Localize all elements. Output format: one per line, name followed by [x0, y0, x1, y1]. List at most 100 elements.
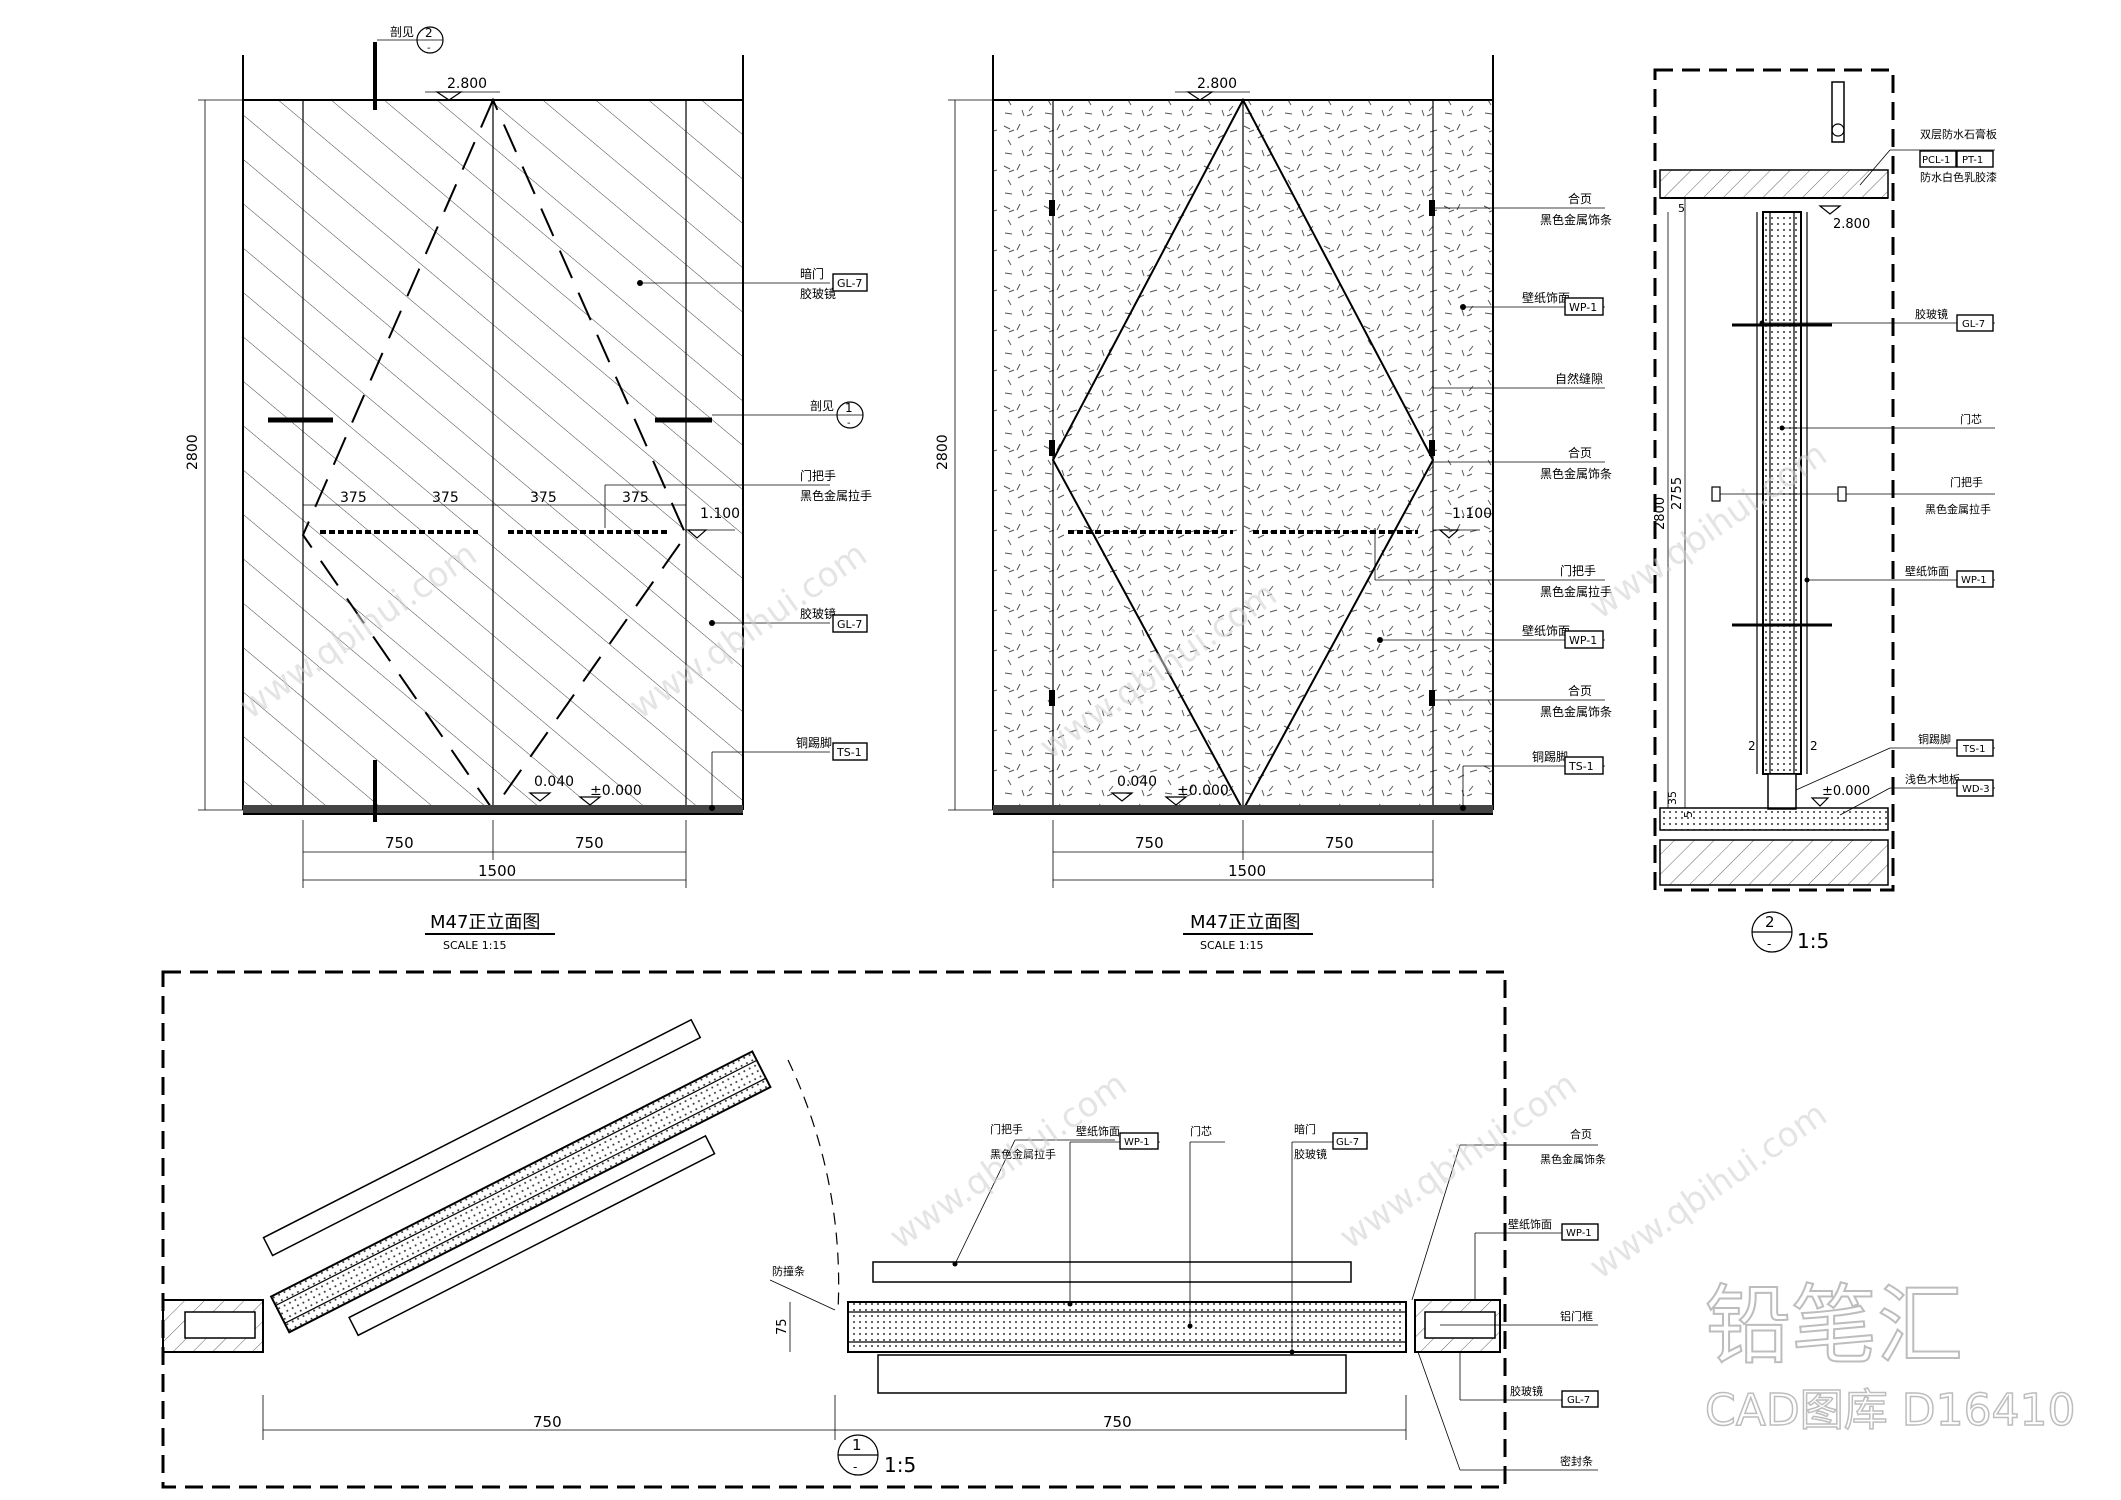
plan-label-sub: - — [853, 1460, 857, 1474]
brand-logo: 铅笔汇 CAD图库 D16410 — [1704, 1275, 2076, 1437]
width-dim-b1: 750 — [1135, 834, 1164, 852]
svg-text:防撞条: 防撞条 — [772, 1264, 805, 1278]
svg-text:WP-1: WP-1 — [1124, 1137, 1150, 1148]
section-dim-2b: 2 — [1810, 739, 1818, 753]
svg-text:黑色金属饰条: 黑色金属饰条 — [1540, 212, 1612, 227]
svg-text:TS-1: TS-1 — [836, 746, 862, 759]
svg-text:双层防水石膏板: 双层防水石膏板 — [1920, 127, 1997, 141]
svg-text:TS-1: TS-1 — [1962, 744, 1985, 755]
note-section-7: 浅色木地板 WD-3 — [1839, 772, 1995, 816]
svg-text:黑色金属饰条: 黑色金属饰条 — [1540, 466, 1612, 481]
section-dim-2755: 2755 — [1670, 477, 1685, 510]
svg-text:铜踢脚: 铜踢脚 — [1918, 732, 1951, 746]
plan-dim-left: 750 — [533, 1413, 562, 1431]
svg-text:GL-7: GL-7 — [1962, 319, 1985, 330]
section-label-num: 2 — [1765, 913, 1775, 931]
floor-level-b1: 0.040 — [1117, 774, 1157, 790]
svg-text:GL-7: GL-7 — [1336, 1137, 1359, 1148]
elev-b-title: M47正立面图 — [1190, 912, 1300, 933]
note-elev-b-1: 合页 黑色金属饰条 — [1433, 191, 1612, 227]
top-level: 2.800 — [447, 76, 487, 92]
svg-text:GL-7: GL-7 — [837, 618, 862, 631]
handle-height: 1.100 — [700, 506, 740, 522]
svg-text:黑色金属拉手: 黑色金属拉手 — [800, 488, 872, 503]
note-elev-b-3: 自然缝隙 — [1433, 371, 1605, 389]
svg-text:壁纸饰面: 壁纸饰面 — [1905, 564, 1949, 578]
note-elev-a-1: 暗门 胶玻镜 GL-7 — [637, 266, 868, 301]
svg-text:暗门: 暗门 — [800, 266, 824, 281]
quarter-dim-2: 375 — [432, 490, 459, 506]
svg-text:防水白色乳胶漆: 防水白色乳胶漆 — [1920, 170, 1997, 184]
width-dim-2: 750 — [575, 834, 604, 852]
svg-text:门把手: 门把手 — [990, 1122, 1023, 1136]
svg-text:WP-1: WP-1 — [1961, 575, 1987, 586]
note-elev-b-7: 合页 黑色金属饰条 — [1433, 683, 1612, 719]
note-section-6: 铜踢脚 TS-1 — [1795, 732, 1995, 791]
section-dim-35: 35 — [1666, 791, 1679, 805]
svg-text:CAD图库 D16410: CAD图库 D16410 — [1705, 1385, 2076, 1436]
note-elev-a-2: 门把手 黑色金属拉手 — [604, 468, 872, 528]
elev-a-title: M47正立面图 — [430, 912, 540, 933]
svg-text:黑色金属饰条: 黑色金属饰条 — [1540, 704, 1612, 719]
note-elev-a-4: 铜踢脚 TS-1 — [709, 735, 868, 811]
left-dim: 2800 — [185, 434, 201, 470]
section-dim-2800: 2800 — [1653, 497, 1668, 530]
svg-text:胶玻镜: 胶玻镜 — [1915, 307, 1948, 321]
left-dim-b: 2800 — [935, 434, 951, 470]
svg-text:胶玻镜: 胶玻镜 — [800, 286, 836, 301]
cut-label-b-text: 剖见 — [810, 399, 834, 413]
svg-text:www.qbihui.com: www.qbihui.com — [1582, 1094, 1834, 1287]
svg-text:壁纸饰面: 壁纸饰面 — [1522, 290, 1570, 305]
plan-label-num: 1 — [852, 1436, 862, 1454]
svg-text:黑色金属饰条: 黑色金属饰条 — [1540, 1152, 1606, 1166]
plan-note-right-2: 壁纸饰面 WP-1 — [1474, 1217, 1599, 1300]
plan-note-right-3: 铝门框 — [1440, 1309, 1598, 1326]
svg-text:TS-1: TS-1 — [1568, 760, 1594, 773]
quarter-dim-4: 375 — [622, 490, 649, 506]
svg-text:门把手: 门把手 — [800, 468, 836, 483]
section-floor-level: ±0.000 — [1822, 784, 1870, 799]
svg-text:门芯: 门芯 — [1190, 1124, 1212, 1138]
svg-text:WP-1: WP-1 — [1569, 301, 1597, 314]
svg-text:合页: 合页 — [1568, 683, 1592, 698]
svg-text:PT-1: PT-1 — [1962, 155, 1983, 166]
plan-note-right-5: 密封条 — [1417, 1351, 1598, 1471]
svg-text:铜踢脚: 铜踢脚 — [796, 735, 832, 750]
floor-level-a: 0.040 — [534, 774, 574, 790]
svg-text:门把手: 门把手 — [1950, 475, 1983, 489]
total-width-dim-b: 1500 — [1228, 862, 1266, 880]
svg-text:暗门: 暗门 — [1294, 1122, 1316, 1136]
plan-note-left: 防撞条 — [769, 1264, 836, 1311]
svg-text:铅笔汇: 铅笔汇 — [1705, 1276, 1963, 1376]
floor-level-b2: ±0.000 — [1177, 783, 1229, 799]
note-section-5: 壁纸饰面 WP-1 — [1804, 564, 1995, 588]
svg-text:www.qbihui.com: www.qbihui.com — [882, 1064, 1134, 1257]
svg-text:胶玻镜: 胶玻镜 — [1294, 1147, 1327, 1161]
note-section-1: 双层防水石膏板 PCL-1 PT-1 防水白色乳胶漆 — [1859, 127, 1997, 186]
cut-label-b-num: 1 — [845, 401, 853, 415]
plan-note-top-2: 壁纸饰面 WP-1 — [1067, 1124, 1160, 1307]
svg-text:合页: 合页 — [1570, 1127, 1592, 1141]
svg-text:壁纸饰面: 壁纸饰面 — [1076, 1124, 1120, 1138]
svg-text:PCL-1: PCL-1 — [1922, 155, 1950, 166]
svg-text:密封条: 密封条 — [1560, 1454, 1593, 1468]
note-section-2: 胶玻镜 GL-7 — [1759, 307, 1995, 332]
width-dim-1: 750 — [385, 834, 414, 852]
note-elev-b-6: 壁纸饰面 WP-1 — [1377, 623, 1605, 649]
svg-text:自然缝隙: 自然缝隙 — [1555, 371, 1603, 386]
svg-text:胶玻镜: 胶玻镜 — [1510, 1384, 1543, 1398]
quarter-dim-3: 375 — [530, 490, 557, 506]
plan-note-top-3: 门芯 — [1187, 1124, 1225, 1329]
svg-text:黑色金属拉手: 黑色金属拉手 — [1540, 584, 1612, 599]
svg-text:WD-3: WD-3 — [1962, 784, 1990, 795]
svg-text:铝门框: 铝门框 — [1560, 1309, 1593, 1323]
plan-note-right-4: 胶玻镜 GL-7 — [1459, 1352, 1599, 1408]
cut-label-b-sub: - — [847, 418, 851, 429]
elevation-a: 2800 2.800 375 375 375 375 1.100 0.040 ±… — [185, 25, 872, 952]
note-elev-b-5: 门把手 黑色金属拉手 — [1374, 528, 1612, 599]
cut-label-a-num: 2 — [425, 26, 433, 40]
note-section-3: 门芯 — [1779, 412, 1995, 431]
section-top-level: 2.800 — [1833, 217, 1870, 232]
svg-text:门芯: 门芯 — [1960, 412, 1982, 426]
